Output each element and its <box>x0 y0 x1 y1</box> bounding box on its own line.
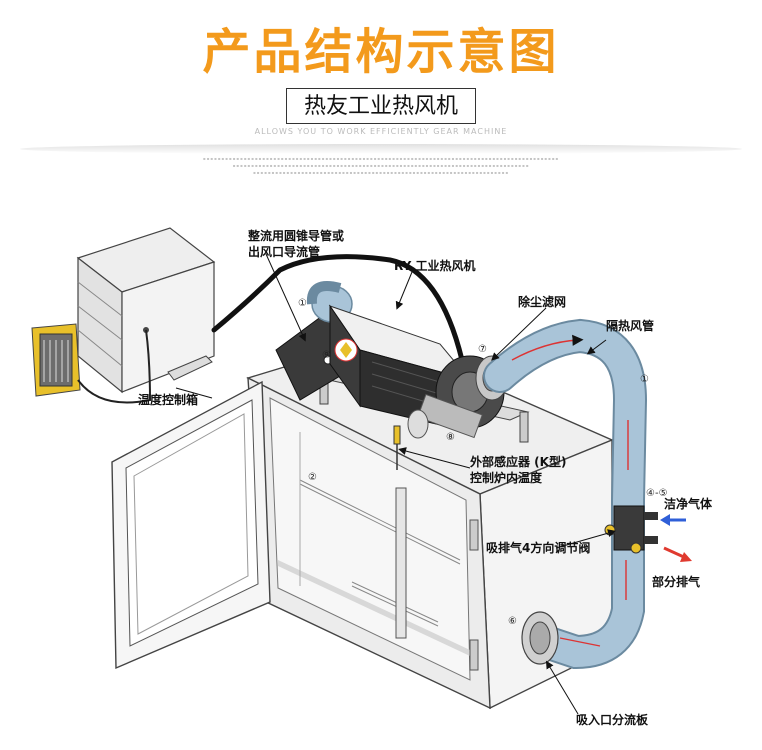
insulated-duct <box>483 318 658 670</box>
temperature-sensor <box>393 425 401 470</box>
label-duct-outlet: 出风口导流管 <box>248 244 320 259</box>
label-partial-exhaust: 部分排气 <box>652 574 700 589</box>
label-sensor-2: 控制炉内温度 <box>470 470 543 485</box>
label-clean-gas: 洁净气体 <box>664 496 713 511</box>
oven-door <box>111 380 271 670</box>
number-9-heater: ⑨ <box>322 350 331 361</box>
fine-print-line: ▪▪▪▪▪▪▪▪▪▪▪▪▪▪▪▪▪▪▪▪▪▪▪▪▪▪▪▪▪▪▪▪▪▪▪▪▪▪▪▪… <box>232 163 530 168</box>
header-divider <box>20 144 742 154</box>
label-insulated-duct: 隔热风管 <box>606 318 654 333</box>
label-ry-heater: RY 工业热风机 <box>394 258 475 273</box>
number-1-cone: ① <box>298 298 307 309</box>
temperature-control-box <box>76 227 216 394</box>
label-temp-box: 温度控制箱 <box>138 392 198 407</box>
inlet-diffuser-plate <box>521 611 559 665</box>
number-7-filter: ⑦ <box>478 344 487 355</box>
label-sensor-1: 外部感应器 (K型) <box>470 454 566 469</box>
leader-lines <box>175 253 616 715</box>
label-inlet-plate: 吸入口分流板 <box>576 712 649 727</box>
number-8-sensor: ⑧ <box>446 432 455 443</box>
product-name-box: 热友工业热风机 <box>286 88 476 124</box>
number-6-plate: ⑥ <box>508 616 517 627</box>
number-1-duct: ① <box>640 374 649 385</box>
oven-box <box>246 337 614 710</box>
tagline: ALLOWS YOU TO WORK EFFICIENTLY GEAR MACH… <box>254 127 508 136</box>
fine-print-line: ▪▪▪▪▪▪▪▪▪▪▪▪▪▪▪▪▪▪▪▪▪▪▪▪▪▪▪▪▪▪▪▪▪▪▪▪▪▪▪▪… <box>252 170 510 175</box>
label-duct-cone: 整流用圆锥导管或 <box>247 228 344 243</box>
fine-print-line: ▪▪▪▪▪▪▪▪▪▪▪▪▪▪▪▪▪▪▪▪▪▪▪▪▪▪▪▪▪▪▪▪▪▪▪▪▪▪▪▪… <box>202 156 560 161</box>
label-exhaust-valve: 吸排气4方向调节阀 <box>486 540 590 555</box>
page-title: 产品结构示意图 <box>202 24 560 80</box>
number-2-oven: ② <box>308 472 317 483</box>
number-4-5-valve: ④-⑤ <box>646 488 668 499</box>
exhaust-arrow <box>663 546 692 562</box>
label-dust-filter: 除尘滤网 <box>518 294 566 309</box>
clean-gas-arrow <box>660 514 686 526</box>
controller-panel <box>31 323 81 397</box>
